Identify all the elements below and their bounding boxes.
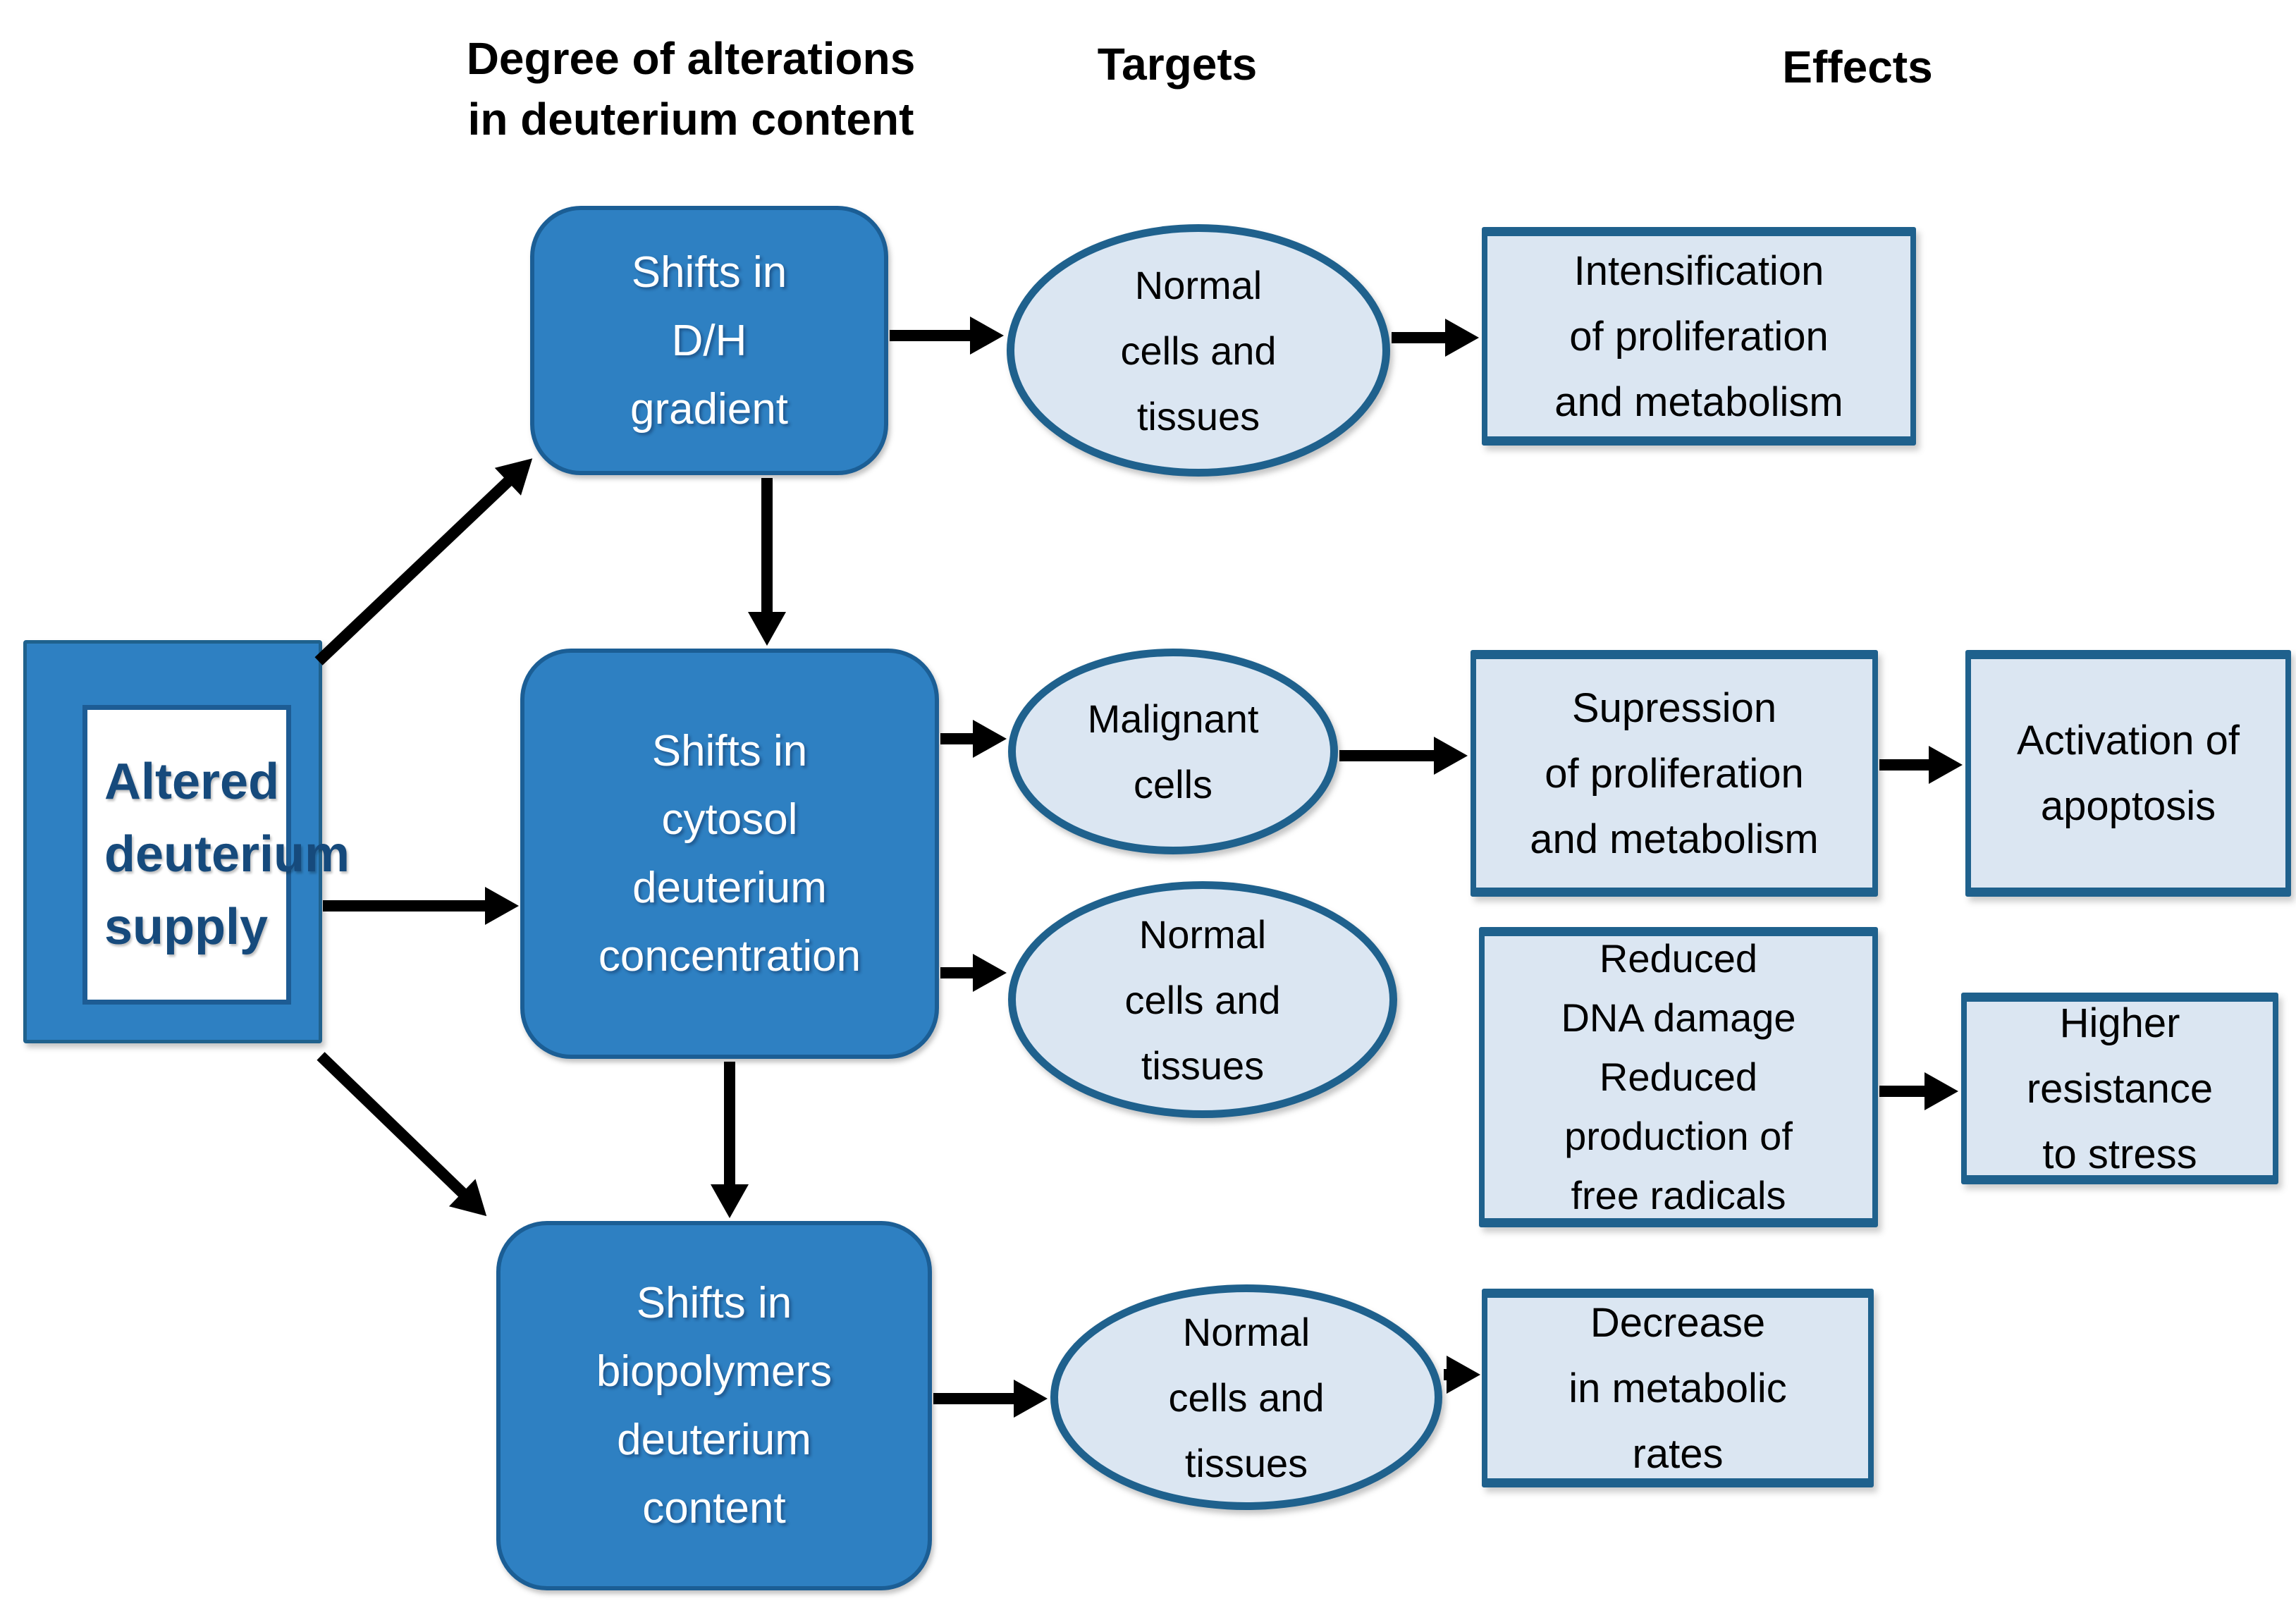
node-higher-resistance-to-stress: Higher resistance to stress [1961,993,2278,1184]
node-malignant-cells: Malignant cells [1008,649,1338,854]
node-normal-cells-tissues-1: Normal cells and tissues [1007,224,1390,477]
node-altered-deuterium-supply: Altered deuterium supply [23,640,350,1043]
node-shifts-biopolymers-deuterium-content: Shifts in biopolymers deuterium content [496,1221,932,1590]
node-decrease-in-metabolic-rates: Decrease in metabolic rates [1482,1289,1874,1487]
node-shifts-dh-gradient: Shifts in D/H gradient [530,206,888,475]
column-header-alterations: Degree of alterations in deuterium conte… [466,33,916,145]
column-header-targets: Targets [1097,39,1258,90]
node-reduced-dna-damage-free-radicals: Reduced DNA damage Reduced production of… [1479,927,1878,1227]
node-normal-cells-tissues-3: Normal cells and tissues [1050,1284,1442,1510]
node-normal-cells-tissues-2: Normal cells and tissues [1008,881,1397,1118]
node-activation-of-apoptosis: Activation of apoptosis [1965,650,2291,897]
node-label: Altered deuterium supply [104,754,350,955]
arrow-supply-to-dh-gradient [314,444,546,665]
node-altered-deuterium-supply-inner: Altered deuterium supply [82,705,350,1005]
column-header-effects: Effects [1782,42,1933,92]
node-intensification-proliferation-metabolism: Intensification of proliferation and met… [1482,227,1916,446]
arrow-supply-to-biopolymers [317,1052,500,1230]
node-supression-proliferation-metabolism: Supression of proliferation and metaboli… [1471,650,1878,897]
node-shifts-cytosol-deuterium-concentration: Shifts in cytosol deuterium concentratio… [520,649,939,1059]
